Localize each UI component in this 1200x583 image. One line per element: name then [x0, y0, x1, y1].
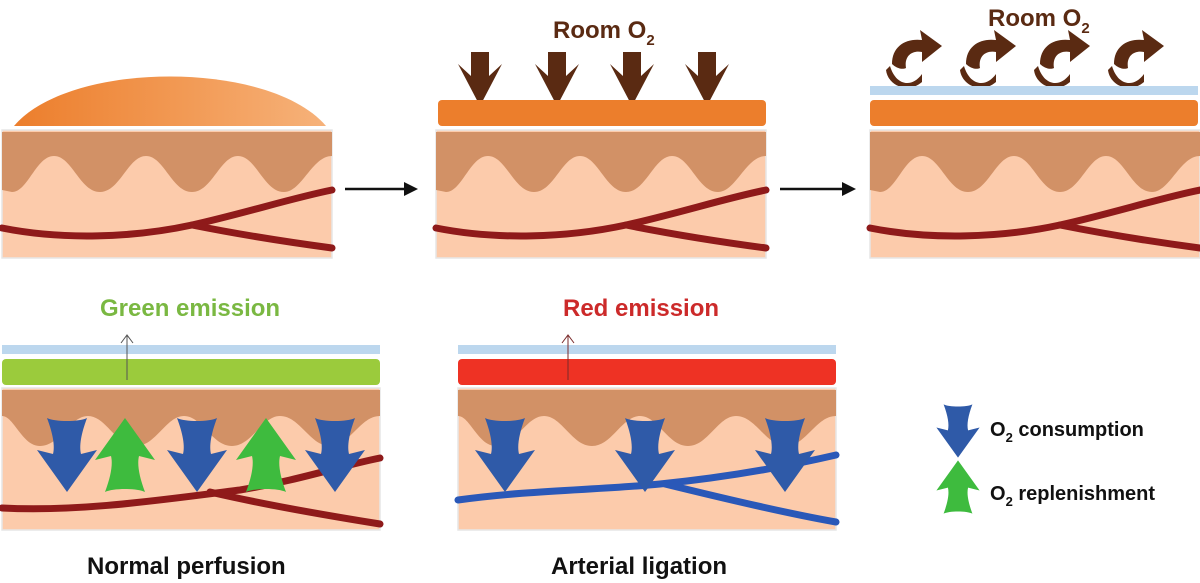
skin-block-3 [870, 129, 1200, 259]
legend: O2 consumption O2 replenishment [936, 404, 1155, 514]
orange-dressing-layer [438, 100, 766, 126]
arterial-ligation-caption: Arterial ligation [551, 553, 727, 580]
curved-arrow-icon [1108, 30, 1164, 88]
panel-2: Room O2 [436, 17, 766, 259]
green-emission-layer [2, 359, 380, 385]
emission-indicator-green [120, 334, 134, 380]
down-arrow-icon [535, 52, 579, 106]
down-arrow-icon [458, 52, 502, 106]
flow-arrow-1 [345, 182, 418, 196]
green-emission-label: Green emission [100, 295, 280, 322]
down-arrow-icon [685, 52, 729, 106]
curved-arrow-icon [960, 30, 1016, 88]
arterial-ligation-panel: Red emission Arterial ligation [454, 295, 840, 580]
oxygen-efflux-arrows [886, 30, 1164, 88]
barrier-film-normal [2, 345, 380, 354]
curved-arrow-icon [1034, 30, 1090, 88]
flow-arrow-2 [780, 182, 856, 196]
orange-dressing-layer-3 [870, 100, 1198, 126]
legend-item-consumption: O2 consumption [936, 404, 1144, 458]
panel-2-title: Room O2 [553, 17, 655, 49]
oxygen-influx-arrows [458, 52, 729, 106]
normal-perfusion-panel: Green emission Normal perfusion [0, 295, 384, 580]
curved-arrow-icon [886, 30, 942, 88]
barrier-film-ligation [458, 345, 836, 354]
normal-perfusion-caption: Normal perfusion [87, 553, 286, 580]
green-arrow-icon [936, 460, 980, 514]
dome-dressing [14, 76, 326, 126]
legend-consumption-label: O2 consumption [990, 419, 1144, 445]
skin-block-2 [436, 129, 766, 259]
emission-indicator-red [561, 334, 575, 380]
panel-1 [2, 76, 332, 259]
legend-item-replenishment: O2 replenishment [936, 460, 1155, 514]
barrier-film [870, 86, 1198, 95]
legend-replenishment-label: O2 replenishment [990, 483, 1155, 509]
panel-3: Room O2 [870, 5, 1200, 259]
down-arrow-icon [610, 52, 654, 106]
red-emission-label: Red emission [563, 295, 719, 322]
red-emission-layer [458, 359, 836, 385]
panel-3-title: Room O2 [988, 5, 1090, 37]
skin-block-1 [2, 129, 332, 259]
blue-arrow-icon [936, 404, 980, 458]
